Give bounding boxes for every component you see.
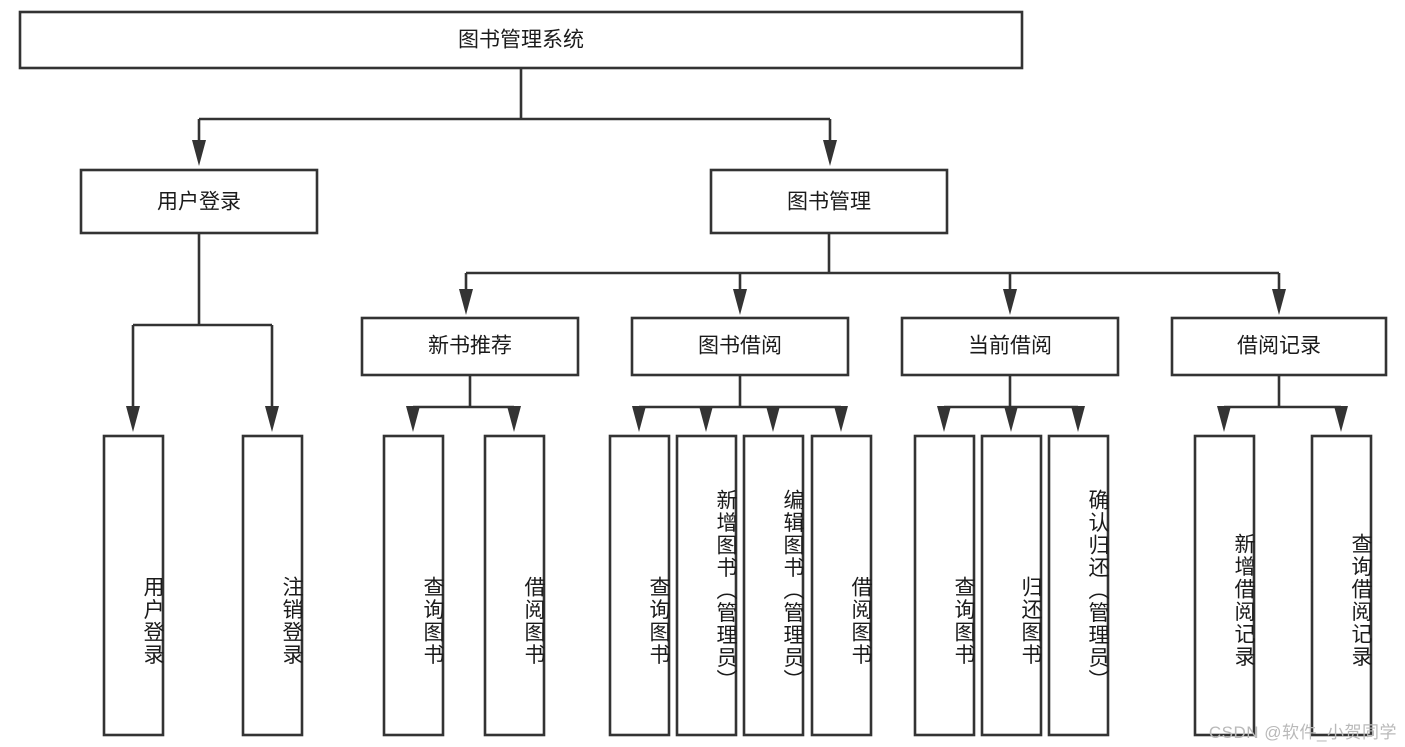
node-new-book-recommend[interactable]: 新书推荐: [360, 316, 580, 377]
leaf-box-user-login-1[interactable]: [241, 434, 304, 737]
node-root[interactable]: 图书管理系统: [18, 10, 1024, 70]
connector-new-book-recommend-to-leaves: [406, 375, 521, 432]
node-borrow-record[interactable]: 借阅记录: [1170, 316, 1388, 377]
connector-current-borrow-to-leaves: [937, 375, 1085, 432]
connector-book-management-to-level2: [459, 233, 1286, 315]
arrow-head-icon: [265, 406, 279, 432]
leaf-box-book-borrow-3[interactable]: [810, 434, 873, 737]
node-borrow-record-label: 借阅记录: [1237, 335, 1321, 358]
arrow-head-icon: [1003, 289, 1017, 315]
node-current-borrow-box[interactable]: [900, 316, 1120, 377]
leaf-box-book-borrow-2[interactable]: [742, 434, 805, 737]
leaf-box-book-borrow-0[interactable]: [608, 434, 671, 737]
node-book-borrow[interactable]: 图书借阅: [630, 316, 850, 377]
arrow-head-icon: [1217, 406, 1231, 432]
arrow-head-icon: [406, 406, 420, 432]
csdn-watermark: CSDN @软件_小贺同学: [1208, 723, 1397, 742]
node-new-book-recommend-box[interactable]: [360, 316, 580, 377]
node-user-login-label: 用户登录: [157, 191, 241, 214]
leaf-box-new-book-recommend-1[interactable]: [483, 434, 546, 737]
arrow-head-icon: [937, 406, 951, 432]
arrow-head-icon: [823, 140, 837, 166]
arrow-head-icon: [632, 406, 646, 432]
node-book-management[interactable]: 图书管理: [709, 168, 949, 235]
arrow-head-icon: [766, 406, 780, 432]
arrow-head-icon: [1272, 289, 1286, 315]
arrow-head-icon: [733, 289, 747, 315]
arrow-head-icon: [699, 406, 713, 432]
node-new-book-recommend-label: 新书推荐: [428, 335, 512, 358]
node-current-borrow[interactable]: 当前借阅: [900, 316, 1120, 377]
connector-book-borrow-to-leaves: [632, 375, 848, 432]
node-root-box[interactable]: [18, 10, 1024, 70]
leaf-box-current-borrow-2[interactable]: [1047, 434, 1110, 737]
node-current-borrow-label: 当前借阅: [968, 335, 1052, 358]
node-user-login-box[interactable]: [79, 168, 319, 235]
leaf-box-current-borrow-0[interactable]: [913, 434, 976, 737]
node-book-borrow-label: 图书借阅: [698, 335, 782, 358]
connector-borrow-record-to-leaves: [1217, 375, 1348, 432]
node-user-login[interactable]: 用户登录: [79, 168, 319, 235]
arrow-head-icon: [1071, 406, 1085, 432]
connector-root-to-level1: [192, 68, 837, 166]
leaf-box-user-login-0[interactable]: [102, 434, 165, 737]
node-book-management-label: 图书管理: [787, 191, 871, 214]
leaf-box-current-borrow-1[interactable]: [980, 434, 1043, 737]
arrow-head-icon: [459, 289, 473, 315]
leaf-box-new-book-recommend-0[interactable]: [382, 434, 445, 737]
arrow-head-icon: [192, 140, 206, 166]
leaf-box-borrow-record-0[interactable]: [1193, 434, 1256, 737]
arrow-head-icon: [1004, 406, 1018, 432]
arrow-head-icon: [1334, 406, 1348, 432]
arrow-head-icon: [834, 406, 848, 432]
leaf-box-book-borrow-1[interactable]: [675, 434, 738, 737]
connector-user-login-to-leaves: [126, 233, 279, 432]
arrow-head-icon: [126, 406, 140, 432]
node-root-label: 图书管理系统: [458, 29, 584, 52]
leaf-box-borrow-record-1[interactable]: [1310, 434, 1373, 737]
arrow-head-icon: [507, 406, 521, 432]
